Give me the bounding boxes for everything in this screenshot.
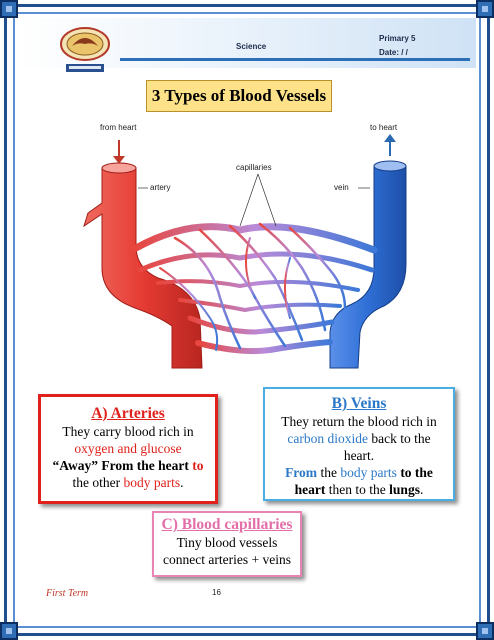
label-vein: vein [334, 183, 349, 192]
from-heart-arrowhead [113, 156, 125, 164]
veins-line-3: heart. [343, 448, 375, 463]
arteries-line-1: They carry blood rich in [62, 424, 194, 439]
footer-term: First Term [46, 588, 89, 599]
veins-carbon-dioxide: carbon dioxide [287, 431, 368, 446]
subject-label: Science [236, 42, 267, 51]
corner-ornament-bottom-left [0, 622, 18, 640]
corner-ornament-top-right [476, 0, 494, 18]
arteries-line-2: oxygen and glucose [74, 441, 182, 456]
veins-box: B) Veins They return the blood rich in c… [263, 387, 455, 501]
arteries-heading: A) Arteries [91, 405, 165, 422]
capillary-network [132, 222, 378, 355]
veins-line-2: carbon dioxide back to the [265, 430, 453, 447]
page-number: 16 [212, 588, 221, 597]
page-title: 3 Types of Blood Vessels [146, 80, 332, 112]
veins-the: the [317, 465, 341, 480]
veins-line-1: They return the blood rich in [281, 414, 437, 429]
to-heart-arrowhead [384, 134, 396, 142]
arteries-box: A) Arteries They carry blood rich in oxy… [38, 394, 218, 504]
label-to-heart: to heart [370, 123, 398, 132]
capillaries-line-1: Tiny blood vessels [176, 535, 278, 550]
header-rule [120, 58, 470, 61]
veins-heading: B) Veins [331, 395, 387, 412]
vein-shape [329, 165, 407, 369]
veins-from: From [285, 465, 318, 480]
label-from-heart: from heart [100, 123, 137, 132]
grade-label: Primary 5 [379, 34, 416, 43]
date-field: Date: / / [379, 48, 408, 57]
veins-period: . [419, 482, 424, 497]
arteries-period: . [180, 475, 184, 490]
arteries-line-3: “Away” From the heart to [41, 457, 215, 474]
veins-body-parts: body parts [340, 465, 397, 480]
capillaries-heading: C) Blood capillaries [161, 516, 293, 533]
veins-line-5: heart then to the lungs. [265, 481, 453, 498]
arteries-the-other: the other [72, 475, 124, 490]
arteries-line-4: the other body parts. [41, 474, 215, 491]
veins-lungs: lungs [389, 482, 420, 497]
vein-opening [373, 160, 407, 172]
capillaries-box: C) Blood capillaries Tiny blood vessels … [152, 511, 302, 577]
veins-back-to-the: back to the [368, 431, 431, 446]
corner-ornament-top-left [0, 0, 18, 18]
artery-opening [101, 162, 137, 174]
blood-vessels-diagram: from heart to heart capillaries artery v… [83, 123, 407, 369]
arteries-away: “Away” [52, 458, 99, 473]
capillaries-line-2: connect arteries + veins [163, 552, 291, 567]
arteries-to: to [192, 458, 204, 473]
label-artery: artery [150, 183, 170, 192]
veins-to-the: to the [396, 465, 433, 480]
school-logo [60, 27, 110, 72]
page-border-outer [4, 4, 490, 636]
arteries-from-heart: From the heart [98, 458, 193, 473]
veins-line-4: From the body parts to the [265, 464, 453, 481]
veins-heart: heart [294, 482, 326, 497]
corner-ornament-bottom-right [476, 622, 494, 640]
arteries-body-parts: body parts [123, 475, 181, 490]
page-border-inner [13, 12, 481, 628]
veins-then-to-the: then to the [325, 482, 390, 497]
label-capillaries: capillaries [236, 163, 272, 172]
